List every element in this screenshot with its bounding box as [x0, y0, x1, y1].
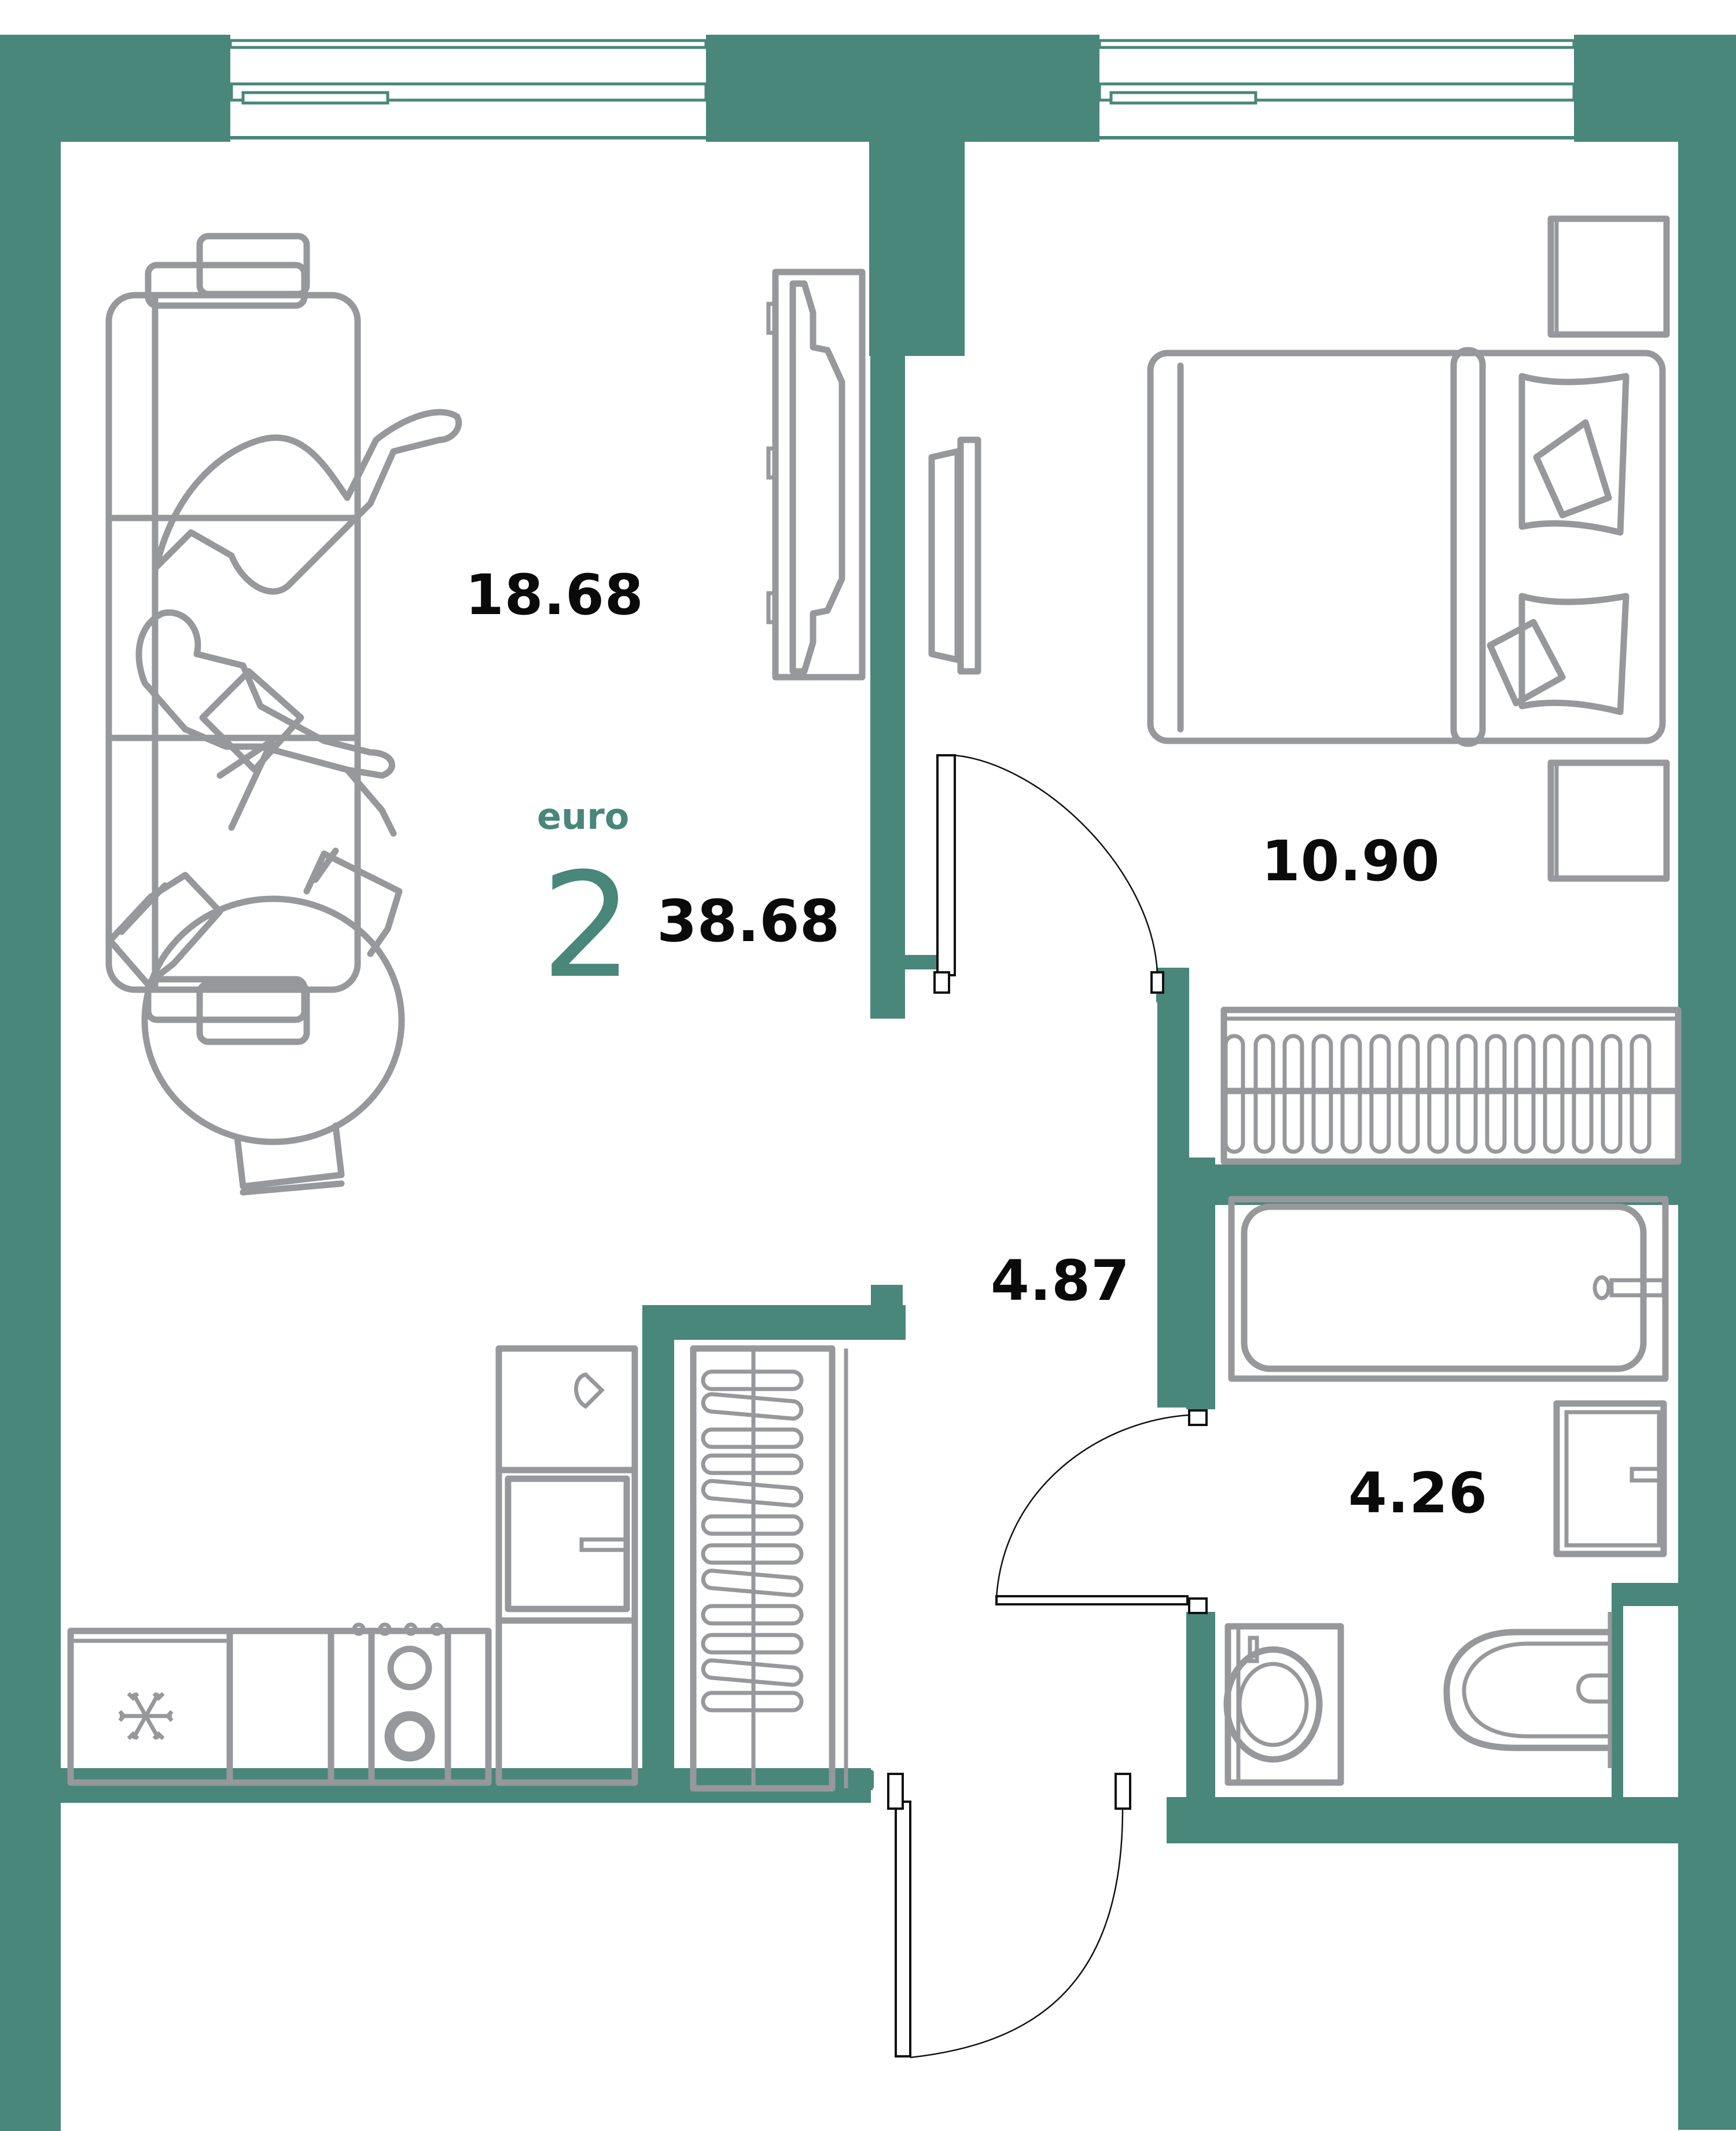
- bathroom-sink: [1553, 1400, 1667, 1557]
- bedroom-door[interactable]: [933, 754, 1164, 994]
- total-area-label: 38.68: [657, 887, 840, 955]
- wardrobe-hall: [690, 1345, 848, 1792]
- apartment-type-label: euro: [537, 795, 630, 837]
- tv-stand-living: [766, 269, 866, 681]
- window-living: [229, 39, 708, 139]
- room-area-bedroom: 10.90: [1261, 829, 1440, 894]
- toilet: [1443, 1612, 1612, 1768]
- window-bedroom: [1098, 39, 1576, 139]
- bathroom-door[interactable]: [995, 1409, 1208, 1614]
- nightstand-top: [1547, 215, 1670, 338]
- room-area-bathroom: 4.26: [1348, 1461, 1488, 1526]
- room-area-hallway: 4.87: [991, 1248, 1130, 1313]
- nightstand-bottom: [1547, 759, 1670, 882]
- tv-stand-bedroom: [928, 436, 981, 675]
- bathtub: [1228, 1196, 1669, 1382]
- water-drop-icon: [574, 1372, 605, 1409]
- sofa: [105, 233, 361, 1045]
- bed: [1147, 347, 1666, 747]
- room-area-living: 18.68: [465, 563, 644, 627]
- snowflake-icon: [118, 1692, 174, 1740]
- kitchen-counter: [67, 1345, 638, 1786]
- washing-machine: [1223, 1623, 1344, 1786]
- dining-table: [106, 847, 405, 1196]
- rooms-count-label: 2: [541, 842, 634, 1010]
- wardrobe-bedroom: [1220, 1006, 1682, 1165]
- entrance-door[interactable]: [887, 1773, 1131, 2059]
- people-on-sofa-illustration: [135, 409, 462, 837]
